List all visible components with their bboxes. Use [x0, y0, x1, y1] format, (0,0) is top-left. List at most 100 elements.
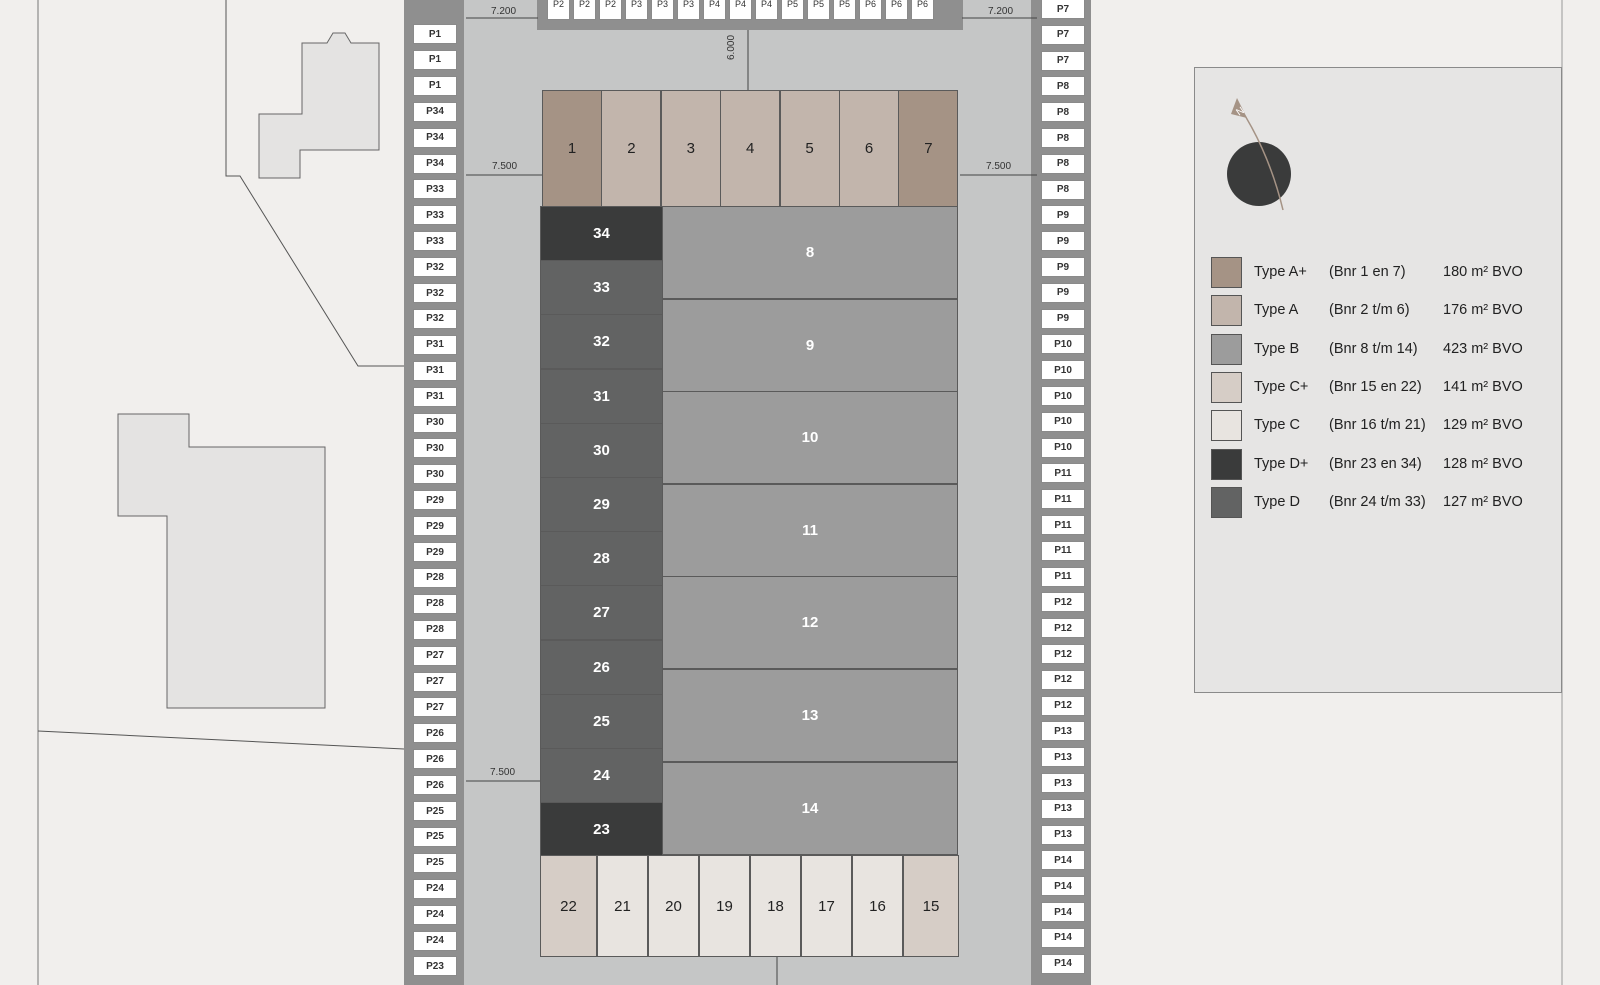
parking-space: P14: [1041, 876, 1085, 897]
parking-space: P1: [413, 49, 457, 70]
legend-swatch: [1211, 257, 1242, 288]
parking-space: P25: [413, 801, 457, 821]
parking-space: P9: [1041, 231, 1085, 252]
parking-space: P6: [911, 0, 934, 20]
legend-type: Type D: [1254, 493, 1300, 510]
lot: 16: [852, 855, 903, 957]
parking-space: P5: [833, 0, 856, 20]
lot: 23: [540, 802, 663, 858]
parking-space: P5: [807, 0, 830, 20]
parking-space: P28: [413, 567, 457, 588]
legend-lot-numbers: (Bnr 23 en 34): [1329, 455, 1422, 472]
parking-space: P13: [1041, 798, 1085, 819]
parking-space: P25: [413, 852, 457, 873]
parking-space: P24: [413, 904, 457, 925]
parking-space: P28: [413, 619, 457, 640]
legend-type: Type B: [1254, 340, 1300, 357]
parking-space: P2: [599, 0, 622, 20]
parking-space: P3: [625, 0, 648, 20]
lot: 24: [540, 748, 663, 803]
parking-space: P27: [413, 671, 457, 692]
parking-space: P32: [413, 308, 457, 329]
legend-row: Type D(Bnr 24 t/m 33)127 m² BVO: [1211, 486, 1551, 519]
parking-space: P11: [1041, 463, 1085, 484]
legend-lot-numbers: (Bnr 15 en 22): [1329, 378, 1422, 395]
neighbour-building: [117, 413, 326, 709]
legend-row: Type C+(Bnr 15 en 22)141 m² BVO: [1211, 371, 1551, 404]
parking-space: P12: [1041, 618, 1085, 639]
parking-space: P11: [1041, 489, 1085, 510]
parking-space: P9: [1041, 205, 1085, 226]
parking-space: P34: [413, 101, 457, 122]
dimension-label: 7.500: [986, 161, 1012, 172]
legend-lot-numbers: (Bnr 24 t/m 33): [1329, 493, 1426, 510]
legend-type: Type C: [1254, 417, 1300, 434]
dimension-label: 7.200: [491, 6, 517, 17]
parking-space: P30: [413, 412, 457, 433]
parking-space: P32: [413, 257, 457, 278]
lot: 29: [540, 477, 663, 532]
parking-space: P32: [413, 283, 457, 303]
legend-swatch: [1211, 295, 1242, 327]
north-arrow-icon: N: [1227, 98, 1291, 211]
parking-space: P8: [1041, 128, 1085, 148]
parking-space: P8: [1041, 102, 1085, 123]
parking-space: P30: [413, 464, 457, 485]
legend-area: 128 m² BVO: [1443, 455, 1523, 472]
parking-space: P30: [413, 438, 457, 459]
parking-space: P4: [729, 0, 752, 20]
parking-space: P9: [1041, 308, 1085, 329]
lot: 34: [540, 206, 663, 261]
parking-space: P6: [885, 0, 908, 20]
lot: 4: [720, 90, 781, 207]
parking-space: P7: [1041, 0, 1085, 19]
lot: 10: [662, 391, 958, 485]
parking-space: P8: [1041, 76, 1085, 97]
lot: 2: [601, 90, 662, 207]
parking-space: P11: [1041, 566, 1085, 587]
parking-space: P9: [1041, 257, 1085, 277]
neighbour-building: [258, 32, 380, 179]
parking-space: P9: [1041, 282, 1085, 303]
lot: 7: [898, 90, 959, 207]
legend-lot-numbers: (Bnr 8 t/m 14): [1329, 340, 1418, 357]
legend-swatch: [1211, 333, 1242, 365]
dimension-label: 6.000: [726, 34, 737, 60]
parking-space: P11: [1041, 540, 1085, 561]
parking-space: P27: [413, 697, 457, 718]
parking-space: P10: [1041, 360, 1085, 381]
lot: 3: [660, 90, 721, 207]
parking-space: P24: [413, 930, 457, 951]
parking-space: P27: [413, 645, 457, 666]
parking-space: P23: [413, 956, 457, 977]
parking-space: P3: [677, 0, 700, 20]
lot: 22: [540, 855, 597, 957]
dimension-label: 7.200: [988, 6, 1014, 17]
legend-lot-numbers: (Bnr 16 t/m 21): [1329, 417, 1426, 434]
parking-space: P33: [413, 179, 457, 200]
parking-space: P10: [1041, 437, 1085, 458]
parking-space: P12: [1041, 592, 1085, 613]
lot: 1: [542, 90, 602, 207]
parking-space: P34: [413, 153, 457, 174]
parking-space: P28: [413, 593, 457, 614]
parking-space: P14: [1041, 902, 1085, 922]
parking-space: P12: [1041, 669, 1085, 690]
legend-lot-numbers: (Bnr 2 t/m 6): [1329, 302, 1410, 319]
lot: 12: [662, 576, 958, 670]
lot: 5: [779, 90, 840, 207]
lot: 6: [839, 90, 899, 207]
legend-type: Type C+: [1254, 378, 1309, 395]
parking-space: P33: [413, 205, 457, 226]
parking-space: P10: [1041, 411, 1085, 432]
parking-space: P13: [1041, 721, 1085, 742]
legend-swatch: [1211, 410, 1242, 442]
lot: 20: [648, 855, 699, 957]
lot: 28: [540, 531, 663, 587]
parking-space: P14: [1041, 953, 1085, 974]
legend-row: Type A(Bnr 2 t/m 6)176 m² BVO: [1211, 295, 1551, 327]
parking-space: P29: [413, 516, 457, 537]
parking-space: P2: [573, 0, 596, 20]
parking-space: P2: [547, 0, 570, 20]
legend-type: Type A: [1254, 302, 1299, 319]
